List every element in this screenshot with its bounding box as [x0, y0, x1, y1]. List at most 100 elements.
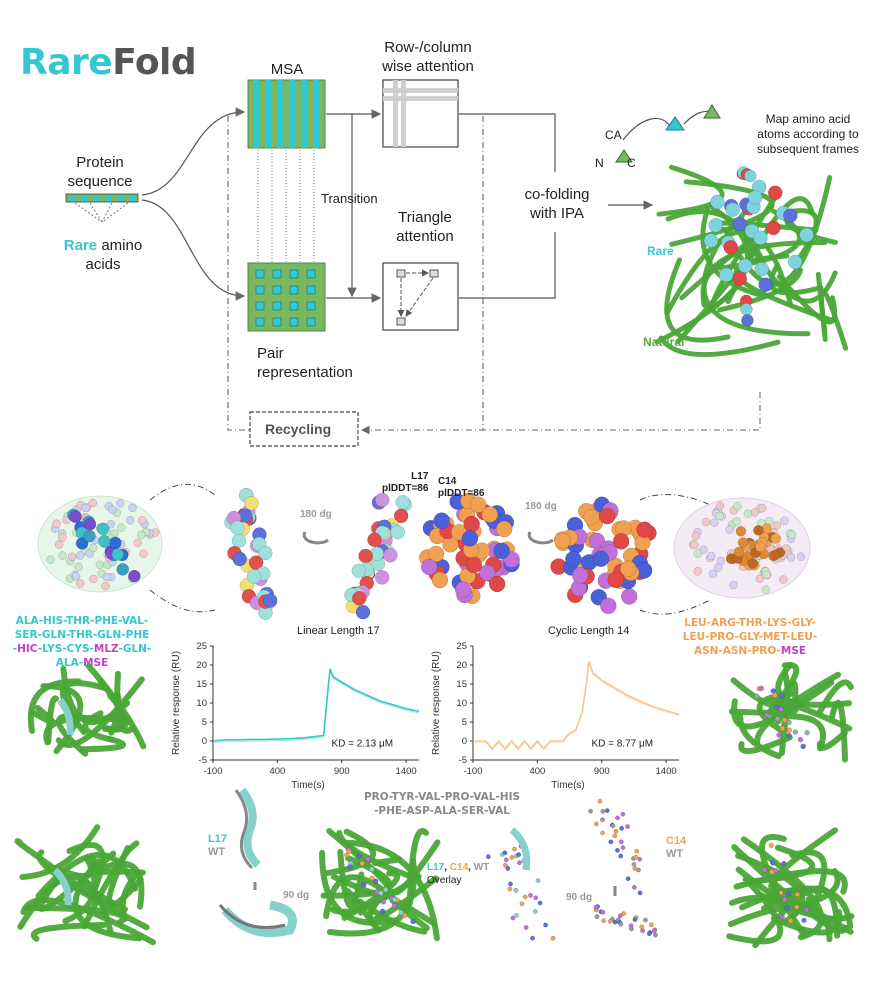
atom-sphere — [708, 569, 718, 579]
atom-sphere — [83, 518, 97, 531]
atom-sphere — [508, 881, 513, 887]
atom-sphere — [786, 727, 793, 733]
atom-sphere — [625, 876, 631, 882]
atom-sphere — [691, 531, 701, 541]
atom-sphere — [617, 913, 623, 919]
atom-sphere — [631, 884, 637, 890]
atom-sphere — [618, 839, 624, 845]
protein-ribbon — [759, 834, 807, 939]
protein-ribbon — [656, 164, 725, 217]
atom-sphere — [779, 725, 786, 732]
atom-sphere — [232, 551, 247, 567]
atom-sphere — [380, 899, 387, 905]
atom-sphere — [244, 495, 259, 511]
frame-diagram — [615, 104, 721, 163]
atom-sphere — [778, 890, 784, 896]
atom-sphere — [615, 815, 620, 821]
atom-sphere — [710, 194, 725, 210]
atom-sphere — [76, 579, 85, 588]
atom-sphere — [754, 261, 769, 277]
atom-sphere — [785, 891, 791, 897]
atom-sphere — [787, 530, 797, 539]
atom-sphere — [747, 558, 758, 569]
atom-sphere — [601, 918, 607, 924]
series-line — [473, 660, 680, 750]
atom-sphere — [505, 866, 511, 871]
x-tick-label: -100 — [463, 766, 482, 777]
atom-sphere — [620, 588, 638, 605]
atom-sphere — [593, 904, 599, 910]
atom-sphere — [69, 510, 82, 523]
atom-sphere — [58, 551, 67, 560]
pair-cell — [306, 301, 316, 311]
protein-ribbon — [356, 898, 428, 935]
atom-sphere — [583, 508, 600, 526]
protein-ribbon — [700, 206, 767, 299]
atom-sphere — [52, 519, 61, 528]
atom-sphere — [607, 918, 613, 924]
atom-sphere — [398, 909, 404, 916]
protein-ribbon — [745, 844, 816, 885]
atom-sphere — [750, 508, 760, 517]
atom-sphere — [554, 532, 571, 549]
rare-structure-label: Rare — [647, 244, 674, 258]
atom-sphere — [74, 562, 83, 572]
atom-sphere — [369, 866, 375, 873]
logo-fold: Fold — [112, 42, 197, 83]
atom-sphere — [708, 217, 723, 233]
connector — [639, 494, 711, 506]
atom-sphere — [96, 522, 110, 536]
kd-annotation: KD = 2.13 μM — [331, 739, 393, 750]
atom-sphere — [753, 525, 764, 536]
atom-sphere — [636, 521, 653, 538]
connector — [639, 599, 711, 615]
atom-sphere — [786, 553, 796, 562]
atom-sphere — [356, 853, 362, 860]
atom-sphere — [502, 850, 508, 856]
atom-sphere — [537, 900, 543, 906]
msa-block — [247, 79, 326, 149]
atom-sphere — [607, 571, 624, 589]
atom-sphere — [787, 254, 803, 270]
atom-sphere — [628, 926, 634, 932]
protein-ribbon — [27, 678, 82, 734]
natural-structure-label: Natural — [643, 335, 685, 349]
atom-sphere — [530, 935, 536, 941]
atom-sphere — [757, 503, 767, 513]
atom-sphere — [762, 570, 771, 580]
ca-label: CA — [605, 128, 622, 142]
right-sequence: LEU-ARG-THR-LYS-GLY- LEU-PRO-GLY-MET-LEU… — [682, 617, 818, 657]
top-protein-structure — [654, 164, 849, 357]
peptide-wt — [234, 789, 254, 870]
atom-sphere — [89, 574, 98, 584]
atom-sphere — [794, 891, 801, 898]
protein-ribbon — [366, 875, 439, 923]
pipeline-diagram — [65, 79, 849, 447]
atom-sphere — [383, 547, 398, 563]
atom-sphere — [128, 569, 141, 583]
atom-sphere — [799, 227, 814, 243]
atom-sphere — [600, 808, 606, 814]
protein-ribbon — [93, 860, 145, 910]
sequence-bar — [65, 193, 139, 223]
pair-cell — [306, 285, 316, 295]
atom-sphere — [372, 878, 379, 885]
msa-pair-links — [257, 150, 315, 262]
atom-sphere — [768, 842, 774, 849]
atom-sphere — [433, 512, 450, 529]
y-tick-label: -5 — [459, 755, 467, 766]
atom-sphere — [485, 854, 491, 860]
protein-ribbon — [82, 710, 115, 743]
y-tick-label: 10 — [456, 698, 467, 709]
atom-sphere — [637, 890, 643, 896]
protein-ribbon — [658, 335, 781, 357]
atom-sphere — [106, 519, 116, 529]
middle-sequence: PRO-TYR-VAL-PRO-VAL-HIS -PHE-ASP-ALA-SER… — [363, 791, 521, 817]
protein-ribbon — [785, 208, 819, 263]
atom-sphere — [367, 532, 382, 548]
atom-sphere — [102, 572, 112, 582]
atom-sphere — [420, 558, 438, 576]
atom-sphere — [478, 564, 496, 581]
atom-sphere — [493, 542, 510, 560]
